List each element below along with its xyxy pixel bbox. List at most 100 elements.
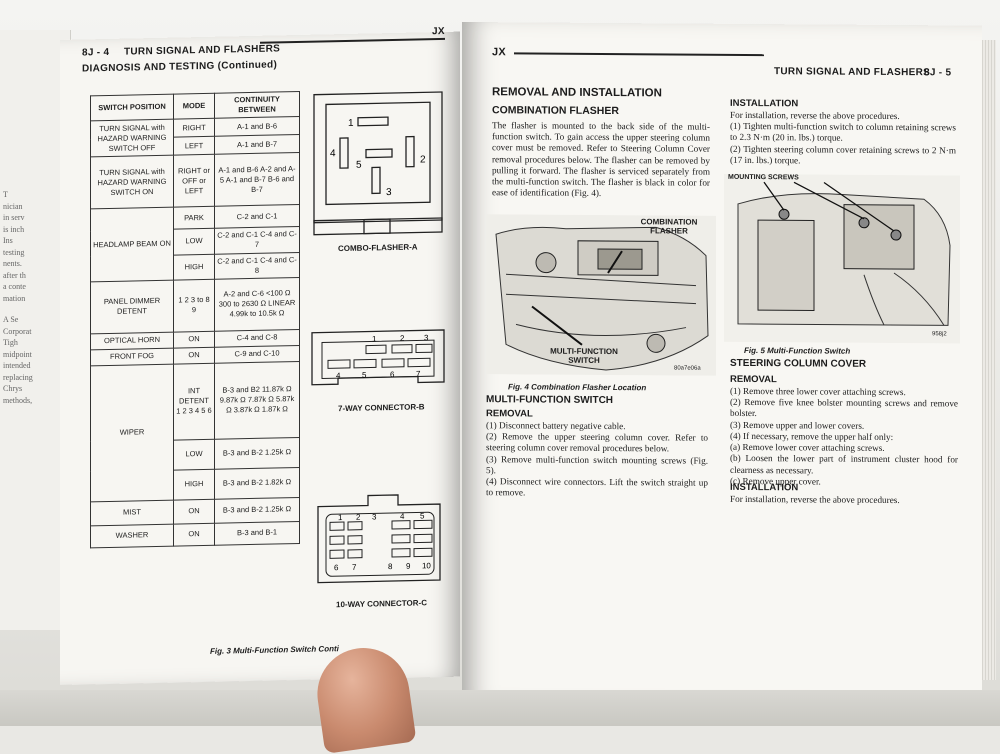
under-page-line: methods, [3, 395, 33, 405]
cell-continuity: A-1 and B-6 A-2 and A-5 A-1 and B-7 B-6 … [214, 152, 300, 207]
left-section-title: DIAGNOSIS AND TESTING (Continued) [82, 59, 278, 75]
cell-continuity: C-4 and C-8 [214, 329, 300, 348]
cell-switch-position: WIPER [90, 363, 174, 502]
under-page-line: midpoint [3, 349, 32, 359]
cell-continuity: B-3 and B-1 [214, 521, 300, 546]
combo-flasher-svg: 1 2 3 4 5 [313, 91, 443, 236]
under-page-line: in serv [3, 213, 25, 222]
fig4-flasher-label: COMBINATION FLASHER [640, 217, 698, 236]
cell-mode: LEFT [173, 136, 215, 156]
scc-removal-label: REMOVAL [730, 373, 777, 386]
conn-b-pin-7: 7 [416, 369, 421, 378]
cell-mode: PARK [173, 206, 215, 230]
left-header-title: TURN SIGNAL AND FLASHERS [124, 43, 281, 58]
fig4-illustration: COMBINATION FLASHER MULTI-FUNCTION SWITC… [486, 214, 716, 381]
under-page-line: a conte [3, 282, 26, 291]
cell-mode: INT DETENT 1 2 3 4 5 6 [173, 363, 215, 440]
under-page-line: Ins [3, 236, 13, 245]
right-header-rule [514, 52, 764, 57]
fig4-switch-label: MULTI-FUNCTION SWITCH [550, 346, 618, 365]
continuity-table: SWITCH POSITION MODE CONTINUITY BETWEEN … [90, 91, 300, 548]
scc-install-label: INSTALLATION [730, 481, 799, 494]
cell-continuity: B-3 and B-2 1.25k Ω [214, 437, 300, 470]
cell-mode: LOW [173, 439, 215, 470]
scc-install-text: For installation, reverse the above proc… [730, 493, 900, 506]
cell-continuity: B-3 and B-2 1.25k Ω [214, 497, 300, 524]
right-page: JX TURN SIGNAL AND FLASHERS 8J - 5 REMOV… [462, 22, 982, 706]
left-page: 8J - 4 TURN SIGNAL AND FLASHERS JX DIAGN… [60, 26, 460, 685]
conn-c-pin-5: 5 [420, 511, 425, 520]
cell-mode: 1 2 3 to 8 9 [173, 279, 215, 332]
table-surface [0, 690, 1000, 726]
fig5-mounting-screws-label: MOUNTING SCREWS [728, 173, 799, 182]
under-page-line: is inch [3, 224, 25, 234]
combination-flasher-title: COMBINATION FLASHER [492, 104, 619, 118]
conn-c-pin-4: 4 [400, 512, 405, 521]
cell-mode: HIGH [173, 469, 215, 500]
left-header-rule [260, 37, 445, 44]
connector-b-label: 7-WAY CONNECTOR-B [338, 402, 425, 414]
under-page-line: nician [3, 201, 23, 211]
cell-mode: RIGHT [173, 118, 215, 138]
under-page-line: nents. [3, 259, 22, 268]
multi-function-switch-title: MULTI-FUNCTION SWITCH [486, 394, 614, 407]
under-page-line: Tigh [3, 338, 18, 347]
conn-c-pin-8: 8 [388, 562, 393, 571]
cell-continuity: B-3 and B2 11.87k Ω 9.87k Ω 7.87k Ω 5.87… [214, 361, 300, 440]
left-header-jx: JX [432, 25, 445, 38]
conn-c-pin-3: 3 [372, 512, 377, 521]
connector-c-diagram: 1 2 3 4 5 6 7 8 9 10 10-WAY CONNECTOR-C [308, 490, 448, 623]
cell-mode: ON [173, 523, 215, 546]
combo-flasher-label: COMBO-FLASHER-A [338, 242, 418, 254]
cell-continuity: B-3 and B-2 1.82k Ω [214, 467, 300, 500]
under-page-line: after th [3, 270, 26, 280]
right-header-jx: JX [492, 46, 507, 59]
left-header-page: 8J - 4 [82, 46, 110, 59]
conn-c-pin-9: 9 [406, 562, 411, 571]
under-page-line: A Se [3, 315, 19, 324]
col-header-mode: MODE [173, 93, 215, 120]
cell-switch-position: FRONT FOG [90, 347, 174, 366]
combo-flasher-diagram: 1 2 3 4 5 COMBO-FLASHER-A [308, 90, 448, 253]
cell-continuity: A-1 and B-7 [214, 134, 300, 155]
scc-removal-steps: (1) Remove three lower cover attaching s… [730, 385, 958, 487]
combo-pin-4: 4 [330, 148, 336, 159]
conn-c-pin-7: 7 [352, 563, 357, 572]
mfs-removal-steps: (1) Disconnect battery negative cable. (… [486, 420, 708, 498]
cell-switch-position: TURN SIGNAL with HAZARD WARNING SWITCH O… [90, 119, 174, 158]
under-page-line: testing [3, 247, 25, 257]
conn-b-pin-2: 2 [400, 334, 405, 343]
combination-flasher-text: The flasher is mounted to the back side … [492, 120, 710, 199]
under-page-line: T [3, 190, 8, 199]
fig5-svg [724, 173, 960, 344]
right-header-page: 8J - 5 [924, 67, 952, 79]
cell-continuity: C-2 and C-1 C-4 and C-8 [214, 251, 300, 280]
combo-pin-1: 1 [348, 118, 354, 129]
conn-c-pin-1: 1 [338, 513, 343, 522]
cell-mode: ON [173, 331, 215, 348]
cell-switch-position: WASHER [90, 523, 174, 548]
connector-b-svg: 1 2 3 4 5 6 7 [311, 329, 445, 386]
conn-c-pin-10: 10 [422, 561, 431, 570]
connector-b-diagram: 1 2 3 4 5 6 7 7-WAY CONNECTOR-B [308, 324, 448, 417]
right-header-title: TURN SIGNAL AND FLASHERS [774, 66, 931, 79]
connector-c-svg: 1 2 3 4 5 6 7 8 9 10 [317, 494, 441, 584]
fig5-code: 958j2 [932, 331, 947, 338]
cell-continuity: C-2 and C-1 C-4 and C-7 [214, 226, 300, 254]
conn-c-pin-6: 6 [334, 563, 339, 572]
cell-switch-position: PANEL DIMMER DETENT [90, 279, 174, 334]
under-page-line: Corporat [3, 326, 32, 336]
cell-continuity: C-9 and C-10 [214, 345, 300, 364]
removal-installation-title: REMOVAL AND INSTALLATION [492, 86, 662, 100]
fig5-caption: Fig. 5 Multi-Function Switch [744, 345, 851, 356]
cell-continuity: A-2 and C-6 <100 Ω 300 to 2630 Ω LINEAR … [214, 277, 300, 332]
connector-c-label: 10-WAY CONNECTOR-C [336, 598, 427, 610]
conn-b-pin-5: 5 [362, 371, 367, 380]
conn-b-pin-6: 6 [390, 370, 395, 379]
cell-continuity: A-1 and B-6 [214, 116, 300, 137]
cell-switch-position: TURN SIGNAL with HAZARD WARNING SWITCH O… [90, 155, 174, 210]
